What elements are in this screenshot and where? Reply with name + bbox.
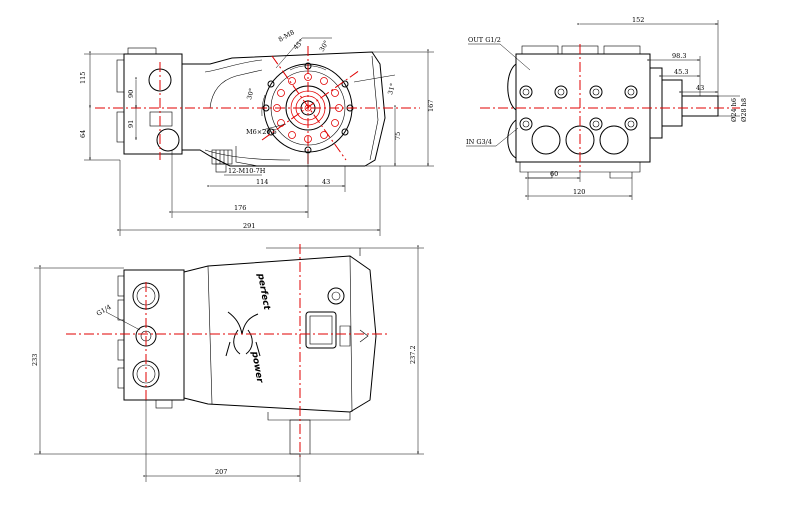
dim-90: 90	[127, 90, 135, 98]
inlet-port	[156, 128, 180, 152]
dim-angle-30b: 30°	[245, 87, 256, 100]
dim-120: 120	[573, 188, 585, 196]
label-m10: 12-M10-7H	[228, 167, 266, 175]
dim-237: 237.2	[409, 345, 417, 364]
label-bolt-circle: M6×26.5	[246, 128, 277, 136]
dim-114: 114	[256, 178, 268, 186]
front-view: 45° 30° 30° 31° 8-M8 M6×26.5 12-M10-7H 1…	[79, 28, 435, 236]
dim-167: 167	[427, 100, 435, 112]
side-shaft	[681, 95, 719, 117]
brand-perfect: perfect	[255, 272, 272, 311]
dim-91: 91	[127, 120, 135, 128]
label-m8: 8-M8	[277, 28, 296, 43]
dim-64: 64	[79, 130, 87, 138]
dim-43: 43	[322, 178, 330, 186]
brand-power: power	[249, 350, 265, 384]
label-shaft-28: Ø28 h8	[740, 98, 748, 122]
dim-291: 291	[243, 222, 255, 230]
side-view: OUT G1/2 IN G3/4 Ø24 h6 Ø28 h8 152 98.3 …	[466, 16, 748, 200]
top-manifold	[123, 269, 185, 401]
dim-152: 152	[632, 16, 644, 24]
dim-176: 176	[234, 204, 246, 212]
manifold-block	[123, 53, 183, 155]
dim-115: 115	[79, 72, 87, 84]
crankcase-outline	[182, 51, 386, 167]
dim-angle-45: 45°	[292, 38, 306, 52]
dim-98: 98.3	[672, 52, 686, 60]
dim-207: 207	[215, 468, 227, 476]
dim-angle-30: 30°	[318, 39, 331, 53]
dim-45: 45.3	[674, 68, 688, 76]
dim-60: 60	[550, 170, 558, 178]
label-g14: G1/4	[95, 303, 113, 318]
top-view: perfect power G1/4 233 237.2 207	[31, 244, 424, 482]
dim-angle-31: 31°	[386, 82, 397, 95]
label-in: IN G3/4	[466, 138, 492, 146]
dim-75: 75	[394, 132, 402, 140]
label-shaft-24: Ø24 h6	[730, 98, 738, 122]
dim-233: 233	[31, 354, 39, 366]
top-crankcase	[183, 255, 377, 413]
label-out: OUT G1/2	[468, 36, 501, 44]
